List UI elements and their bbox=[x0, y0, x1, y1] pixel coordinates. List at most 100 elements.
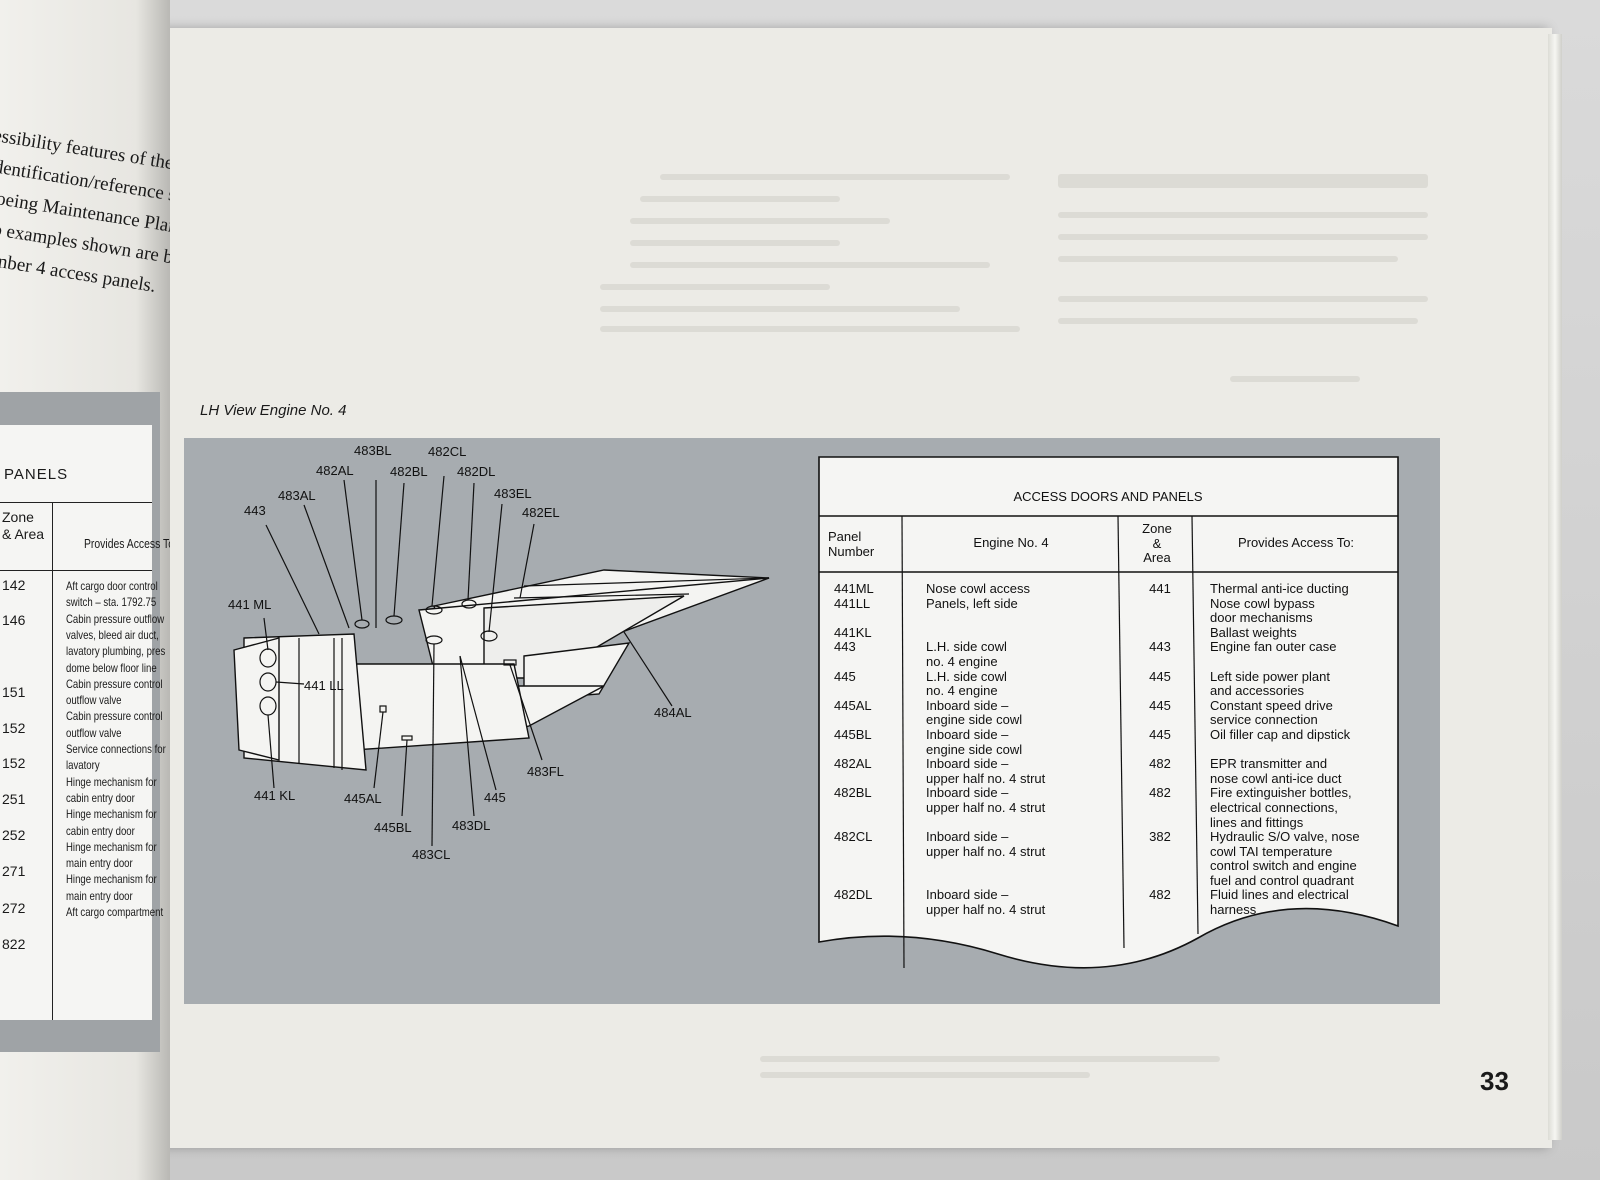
table-cell: Fluid lines and electrical bbox=[1210, 887, 1349, 903]
callout-443: 443 bbox=[244, 503, 266, 518]
table-cell bbox=[1124, 684, 1196, 699]
header-line: Area bbox=[1143, 550, 1171, 566]
table-cell: control switch and engine bbox=[1210, 858, 1357, 874]
left-provides-cell: switch – sta. 1792.75 bbox=[66, 595, 157, 610]
left-zone-cell: 271 bbox=[2, 863, 26, 879]
left-provides-cell: Aft cargo compartment bbox=[66, 905, 164, 919]
nose-cowl bbox=[233, 637, 280, 761]
table-title: ACCESS DOORS AND PANELS bbox=[1013, 489, 1203, 504]
callout-484al: 484AL bbox=[654, 705, 692, 720]
panel-482dl bbox=[461, 599, 477, 609]
header-line: Number bbox=[828, 543, 875, 559]
table-cell: 445 bbox=[834, 668, 856, 684]
table-cell bbox=[834, 874, 900, 889]
left-zone-cell: 151 bbox=[2, 684, 26, 700]
table-cell bbox=[834, 801, 900, 816]
header-engine: Engine No. 4 bbox=[973, 535, 1049, 550]
table-cell: no. 4 engine bbox=[926, 653, 998, 669]
callout-482dl: 482DL bbox=[457, 464, 496, 479]
table-cell: Left side power plant bbox=[1210, 668, 1330, 684]
table-cell: 482 bbox=[1149, 785, 1171, 801]
engine-diagram bbox=[233, 475, 770, 847]
callout-482bl: 482BL bbox=[390, 464, 428, 479]
table-cell: 445BL bbox=[834, 726, 872, 742]
table-cell: 482 bbox=[1149, 756, 1171, 772]
table-cell: Engine fan outer case bbox=[1210, 639, 1337, 655]
table-cell: and accessories bbox=[1210, 683, 1304, 699]
strut-line bbox=[513, 593, 690, 599]
table-cell: Inboard side – bbox=[926, 726, 1009, 742]
table-cell bbox=[834, 684, 900, 699]
table-cell: 441 bbox=[1149, 581, 1171, 596]
table-cell: cowl TAI temperature bbox=[1210, 843, 1333, 859]
left-table-card bbox=[0, 425, 152, 1020]
table-cell: Inboard side – bbox=[926, 829, 1009, 845]
table-cell: upper half no. 4 strut bbox=[926, 770, 1046, 786]
table-frame bbox=[818, 456, 1399, 969]
left-zone-cell: 146 bbox=[2, 612, 26, 628]
left-provides-cell: Hinge mechanism for bbox=[66, 807, 157, 822]
table-cell bbox=[1124, 874, 1196, 889]
left-provides-cell: Cabin pressure control bbox=[66, 709, 163, 724]
table-cell bbox=[1124, 772, 1196, 787]
left-provides-cell: outflow valve bbox=[66, 725, 122, 740]
table-cell bbox=[1210, 655, 1396, 670]
table-cell: Inboard side – bbox=[926, 756, 1009, 772]
left-provides-cell: lavatory bbox=[66, 758, 100, 773]
table-cell: 441LL bbox=[834, 595, 871, 611]
callout-483fl: 483FL bbox=[527, 764, 564, 779]
table-cell: 445 bbox=[1149, 726, 1171, 742]
callout-445bl: 445BL bbox=[374, 820, 412, 835]
table-cell bbox=[834, 845, 900, 860]
table-cell: Constant speed drive bbox=[1210, 697, 1333, 713]
table-cell: service connection bbox=[1210, 712, 1318, 728]
left-zone-cell: 252 bbox=[2, 827, 26, 843]
callout-441ml: 441 ML bbox=[228, 597, 272, 612]
table-cell: 482AL bbox=[834, 756, 872, 772]
table-cell: 482DL bbox=[834, 887, 873, 903]
table-cell bbox=[926, 816, 1116, 831]
table-cell: Panels, left side bbox=[926, 595, 1018, 611]
table-cell: harness bbox=[1210, 902, 1257, 918]
page-number: 33 bbox=[1480, 1066, 1509, 1096]
header-zone-area: Zone & Area bbox=[1120, 521, 1194, 566]
table-cell: 482BL bbox=[834, 785, 872, 801]
table-cell: 441KL bbox=[834, 624, 872, 640]
table-cell bbox=[1124, 597, 1196, 612]
table-cell bbox=[834, 859, 900, 874]
panel-482al bbox=[354, 619, 370, 629]
left-provides-cell: Aft cargo door control bbox=[66, 579, 158, 593]
table-cell bbox=[1124, 611, 1196, 626]
header-line: Panel bbox=[828, 529, 862, 544]
left-zone-cell: 152 bbox=[2, 755, 26, 771]
table-cell bbox=[1124, 859, 1196, 874]
left-provides-cell: Service connections for bbox=[66, 742, 166, 756]
left-provides-cell: main entry door bbox=[66, 888, 133, 903]
table-cell bbox=[1124, 743, 1196, 758]
callout-445: 445 bbox=[484, 790, 506, 805]
left-provides-cell: outflow valve bbox=[66, 693, 122, 708]
header-line: & bbox=[1152, 535, 1162, 551]
header-line: Zone bbox=[1142, 521, 1172, 536]
table-cell bbox=[1124, 845, 1196, 860]
callout-441kl: 441 KL bbox=[254, 788, 296, 803]
table-cell: Inboard side – bbox=[926, 697, 1009, 713]
table-cell: electrical connections, bbox=[1210, 799, 1338, 815]
table-cell: 482 bbox=[1149, 887, 1171, 903]
table-cell: Ballast weights bbox=[1210, 624, 1297, 640]
left-provides-cell: main entry door bbox=[66, 856, 133, 871]
left-provides-cell: lavatory plumbing, pres bbox=[66, 644, 166, 659]
table-cell: door mechanisms bbox=[1210, 610, 1313, 626]
left-provides-cell: valves, bleed air duct, bbox=[66, 627, 159, 642]
header-provides: Provides Access To: bbox=[1237, 535, 1355, 550]
table-cell bbox=[926, 626, 1116, 641]
callout-482cl: 482CL bbox=[428, 444, 467, 459]
left-rule bbox=[52, 502, 53, 1020]
table-cell bbox=[1210, 743, 1396, 758]
table-cell bbox=[1124, 655, 1196, 670]
left-zone-cell: 251 bbox=[2, 791, 26, 807]
table-cell bbox=[834, 743, 900, 758]
table-cell: Inboard side – bbox=[926, 887, 1009, 903]
